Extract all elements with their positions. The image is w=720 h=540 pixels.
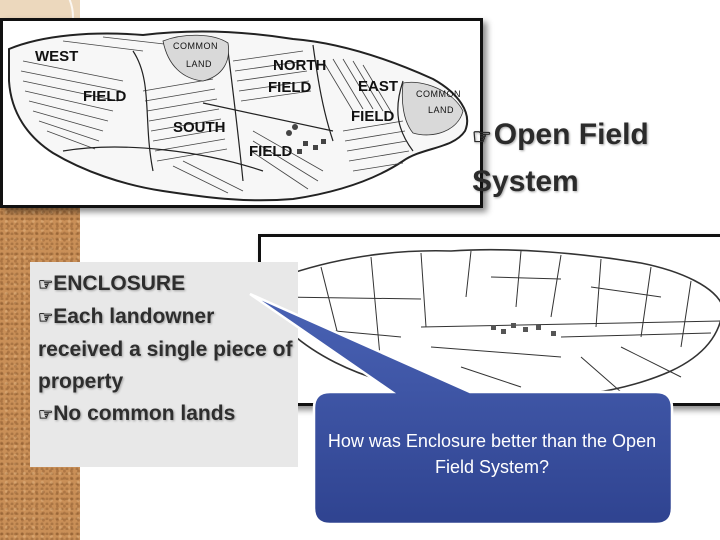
map-label-common-land-1a: COMMON [173,41,218,51]
bullet-single-property: ☞Each landowner received a single piece … [38,305,293,393]
enclosure-map [258,234,720,406]
map-label-common-land-1b: LAND [186,59,213,69]
enclosure-bullet-panel: ☞ENCLOSURE ☞Each landowner received a si… [30,262,298,467]
map-label-south: SOUTH [173,119,226,136]
open-field-map-drawing [8,30,469,202]
map-label-common-land-2a: COMMON [416,89,461,99]
callout-question: How was Enclosure better than the Open F… [327,431,657,477]
open-field-map: WEST FIELD COMMON LAND NORTH FIELD EAST … [0,18,483,208]
title-line-2: System [472,165,579,198]
pointing-hand-icon: ☞ [472,124,492,149]
callout-shape [249,292,674,526]
map-label-south-field: FIELD [249,143,293,160]
bullet-enclosure: ☞ENCLOSURE [38,272,186,295]
map-label-east-field: FIELD [351,108,395,125]
slide-title: ☞Open Field System [472,112,712,204]
map-label-west: WEST [35,48,79,65]
map-label-east: EAST [358,78,399,95]
pointing-hand-icon: ☞ [38,275,54,294]
pointing-hand-icon: ☞ [38,308,54,327]
map-label-north-field: FIELD [268,79,312,96]
map-label-north: NORTH [273,57,327,74]
title-line-1: Open Field [493,118,649,151]
bullet-no-common-lands: ☞No common lands [38,402,236,425]
map-label-west-field: FIELD [83,88,127,105]
map-label-common-land-2b: LAND [428,105,455,115]
pointing-hand-icon: ☞ [38,405,54,424]
